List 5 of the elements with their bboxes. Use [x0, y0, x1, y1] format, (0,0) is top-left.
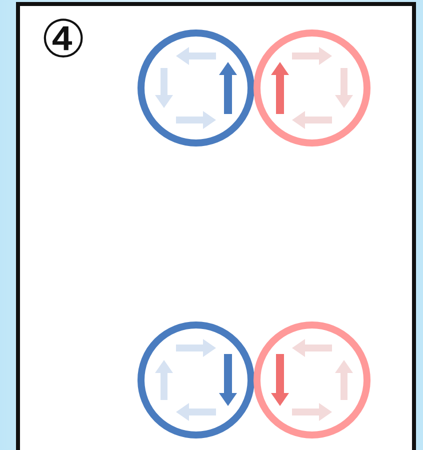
rotation-circle	[252, 320, 372, 440]
rotation-circle	[136, 320, 256, 440]
panel-number: ④	[40, 14, 87, 66]
rotation-circle	[136, 28, 256, 148]
rotation-circle	[252, 28, 372, 148]
